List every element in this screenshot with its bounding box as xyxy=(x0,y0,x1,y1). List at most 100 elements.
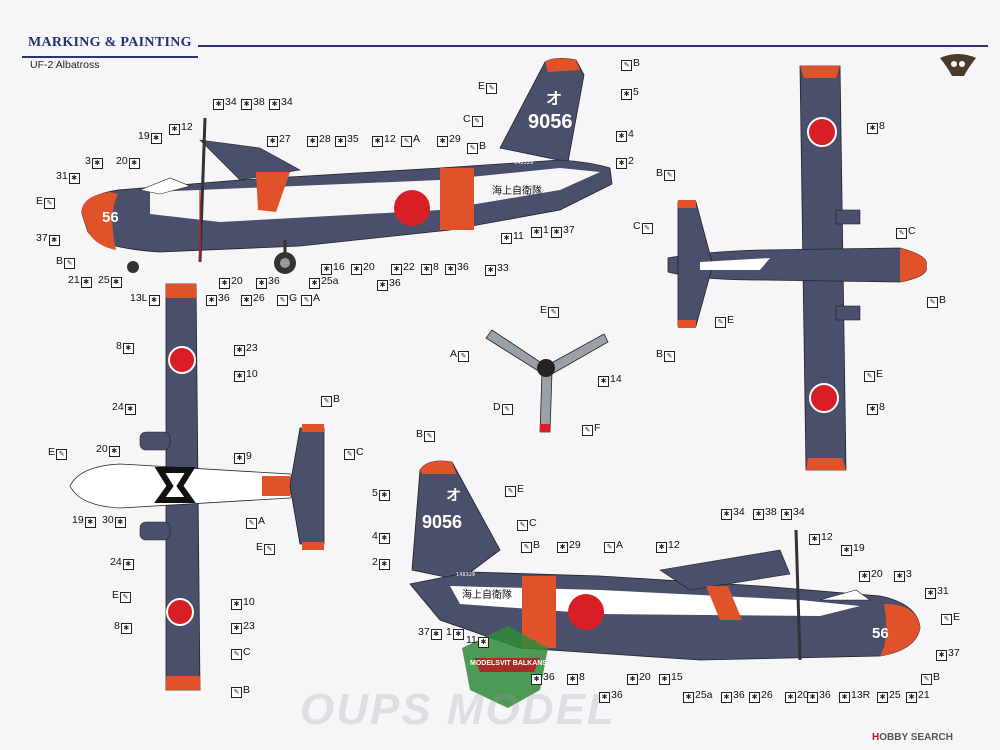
decal-icon: ✱ xyxy=(256,278,267,289)
callout-c-25ab: ✱25a xyxy=(308,275,339,289)
decal-icon: ✱ xyxy=(213,99,224,110)
callout-label: 10 xyxy=(243,596,255,608)
callout-label: 21 xyxy=(918,689,930,701)
decal-icon: ✱ xyxy=(659,674,670,685)
callout-label: 8 xyxy=(433,261,439,273)
decal-icon: ✱ xyxy=(120,623,132,634)
callout-label: 23 xyxy=(243,620,255,632)
callout-label: 33 xyxy=(497,262,509,274)
callout-c-34c: ✱34 xyxy=(720,506,745,520)
brush-icon: ✎ xyxy=(231,649,242,660)
decal-icon: ✱ xyxy=(108,446,120,457)
decal-icon: ✱ xyxy=(683,692,694,703)
callout-c-d-prop: D✎ xyxy=(493,401,514,415)
callout-label: A xyxy=(413,133,421,145)
brush-icon: ✎ xyxy=(501,404,513,415)
callout-label: 19 xyxy=(138,130,150,142)
callout-label: C xyxy=(633,220,641,232)
callout-label: C xyxy=(529,517,537,529)
callout-label: 20 xyxy=(363,261,375,273)
callout-c-e-rt2: ✎E xyxy=(940,611,960,625)
decal-icon: ✱ xyxy=(859,571,870,582)
brush-icon: ✎ xyxy=(424,431,436,442)
decal-icon: ✱ xyxy=(219,278,230,289)
callout-c-25b: ✱25 xyxy=(876,689,901,703)
decal-icon: ✱ xyxy=(906,692,917,703)
callout-label: 20 xyxy=(871,568,883,580)
decal-icon: ✱ xyxy=(124,404,136,415)
decal-icon: ✱ xyxy=(241,99,252,110)
callout-label: A xyxy=(258,515,266,527)
callout-c-36a: ✱36 xyxy=(205,292,230,306)
callout-c-8-top2: ✱8 xyxy=(866,401,885,415)
callout-label: 12 xyxy=(181,121,193,133)
callout-c-c-top2: ✎C xyxy=(895,225,916,239)
decal-icon: ✱ xyxy=(807,692,818,703)
callout-c-g: ✎G xyxy=(276,292,297,306)
callout-c-b-rt: B✎ xyxy=(416,428,436,442)
callout-c-25a2: ✱25a xyxy=(682,689,713,703)
callout-label: E xyxy=(876,368,884,380)
decal-icon: ✱ xyxy=(445,264,456,275)
decal-icon: ✱ xyxy=(231,599,242,610)
decal-icon: ✱ xyxy=(557,542,568,553)
callout-c-23b: ✱23 xyxy=(230,620,255,634)
callout-c-36g: ✱36 xyxy=(598,689,623,703)
decal-icon: ✱ xyxy=(231,623,242,634)
callout-label: 12 xyxy=(668,539,680,551)
callout-c-e-bot: E✎ xyxy=(48,446,68,460)
callout-c-20f: ✱20 xyxy=(784,689,809,703)
callout-c-e-top2: ✎E xyxy=(863,368,883,382)
callout-label: 22 xyxy=(403,261,415,273)
callout-label: 12 xyxy=(384,133,396,145)
decal-icon: ✱ xyxy=(753,509,764,520)
callout-label: E xyxy=(36,195,44,207)
brush-icon: ✎ xyxy=(664,170,676,181)
callout-c-e-bot3: E✎ xyxy=(112,589,132,603)
brush-icon: ✎ xyxy=(927,297,938,308)
side-service-text: 海上自衛隊 xyxy=(492,184,542,197)
callout-label: 4 xyxy=(372,530,378,542)
callout-c-f-prop: ✎F xyxy=(581,422,600,436)
callout-label: 36 xyxy=(611,689,623,701)
callout-label: E xyxy=(478,80,486,92)
brush-icon: ✎ xyxy=(44,198,56,209)
callout-label: D xyxy=(493,401,501,413)
decal-icon: ✱ xyxy=(477,637,489,648)
brush-icon: ✎ xyxy=(864,371,875,382)
callout-c-c-bot: ✎C xyxy=(343,446,364,460)
callout-label: F xyxy=(594,422,601,434)
callout-label: C xyxy=(908,225,916,237)
callout-label: B xyxy=(416,428,424,440)
callout-label: 5 xyxy=(633,86,639,98)
decal-icon: ✱ xyxy=(809,534,820,545)
callout-label: 12 xyxy=(821,531,833,543)
callout-c-11b: 11✱ xyxy=(466,634,490,648)
callout-label: 34 xyxy=(733,506,745,518)
callout-c-9: ✱9 xyxy=(233,450,252,464)
decal-icon: ✱ xyxy=(531,227,542,238)
decal-icon: ✱ xyxy=(378,533,390,544)
callout-c-8a: ✱8 xyxy=(420,261,439,275)
callout-label: A xyxy=(313,292,321,304)
callout-label: 36 xyxy=(218,292,230,304)
callout-label: 36 xyxy=(543,671,555,683)
decal-icon: ✱ xyxy=(128,158,140,169)
callout-c-22: ✱22 xyxy=(390,261,415,275)
callout-c-3a: 3✱ xyxy=(85,155,104,169)
side-nose-number: 56 xyxy=(102,209,119,226)
callout-label: 37 xyxy=(418,626,430,638)
callout-label: 8 xyxy=(879,120,885,132)
callout-label: 24 xyxy=(110,556,122,568)
decal-icon: ✱ xyxy=(234,453,245,464)
callout-label: 20 xyxy=(116,155,128,167)
decal-icon: ✱ xyxy=(378,559,390,570)
callout-c-13r: ✱13R xyxy=(838,689,870,703)
callout-label: 37 xyxy=(563,224,575,236)
propeller-detail xyxy=(485,329,609,433)
callout-c-b-tail: ✎B xyxy=(620,57,640,71)
callout-label: A xyxy=(616,539,624,551)
decal-icon: ✱ xyxy=(234,371,245,382)
title-rule xyxy=(198,45,988,47)
